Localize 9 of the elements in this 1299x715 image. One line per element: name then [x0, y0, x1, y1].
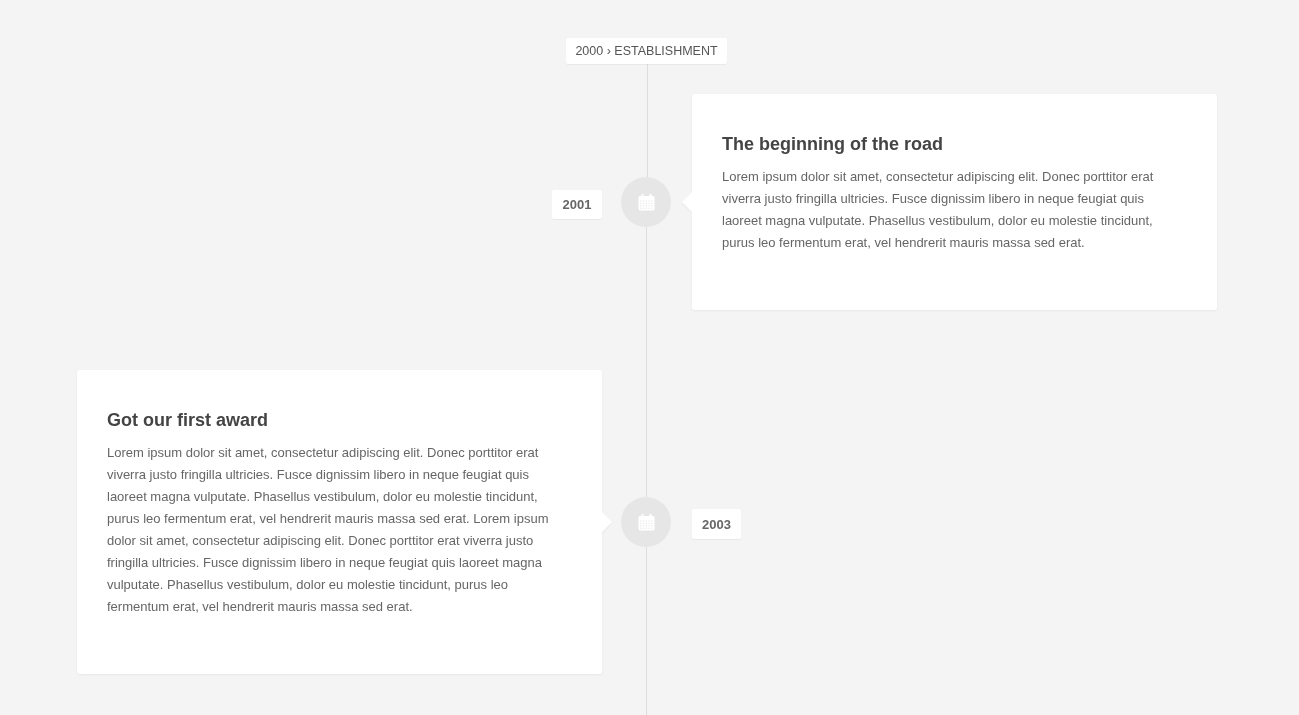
- period-tag: 2000 › ESTABLISHMENT: [566, 38, 727, 64]
- year-tag: 2003: [692, 509, 741, 539]
- timeline-marker: [621, 497, 671, 547]
- card-title: The beginning of the road: [722, 133, 944, 156]
- card-title: Got our first award: [107, 409, 269, 432]
- timeline-marker: [621, 177, 671, 227]
- card-text: Lorem ipsum dolor sit amet, consectetur adipiscing elit. Donec porttitor erat viverra justo fringilla ultricies. Fusce dignissim libero in neque feugiat quis laoreet magna vulputate. Phasellus vestibulum, dolor eu molestie tincidunt, purus leo fermentum erat, vel hendrerit mauris massa sed erat.: [722, 168, 1155, 252]
- card-text: Lorem ipsum dolor sit amet, consectetur adipiscing elit. Donec porttitor erat viverra justo fringilla ultricies. Fusce dignissim libero in neque feugiat quis laoreet magna vulputate. Phasellus vestibulum, dolor eu molestie tincidunt, purus leo fermentum erat, vel hendrerit mauris massa sed erat. Lorem ipsum dolor sit amet, consectetur adipiscing elit. Donec porttitor erat viverra justo fringilla ultricies. Fusce dignissim libero in neque feugiat quis laoreet magna vulputate. Phasellus vestibulum, dolor eu molestie tincidunt, purus leo fermentum erat, vel hendrerit mauris massa sed erat.: [107, 444, 550, 616]
- year-tag: 2001: [552, 190, 602, 219]
